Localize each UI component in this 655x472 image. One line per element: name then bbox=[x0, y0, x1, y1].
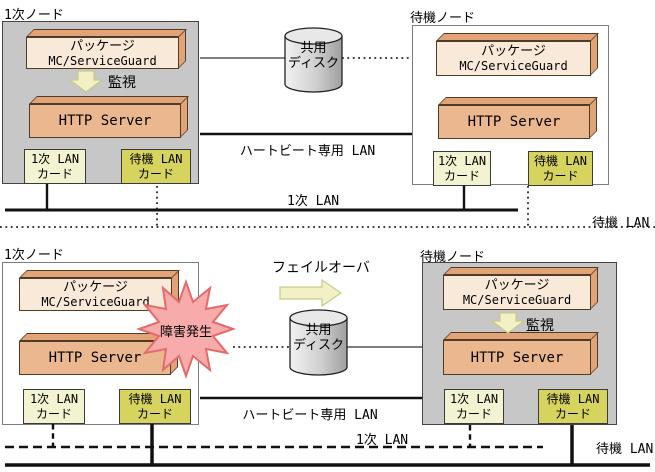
shared-disk-label: 共用 ディスク bbox=[290, 323, 347, 353]
lan-card-line1: 待機 LAN bbox=[128, 391, 182, 406]
http-box-front: HTTP Server bbox=[29, 104, 181, 138]
primary-lan-card: 1次 LAN カード bbox=[444, 389, 504, 424]
heartbeat-lan-label-bottom: ハートビート専用 LAN bbox=[242, 408, 378, 423]
bottom-primary-node: パッケージ MC/ServiceGuard HTTP Server 1次 LAN… bbox=[2, 262, 199, 425]
top-standby-node: パッケージ MC/ServiceGuard HTTP Server 1次 LAN… bbox=[412, 25, 609, 186]
package-box-top-face bbox=[436, 33, 599, 41]
standby-lan-label-bottom: 待機 LAN bbox=[596, 442, 654, 457]
bottom-standby-node-title: 待機ノード bbox=[420, 250, 486, 265]
shared-disk-label: 共用 ディスク bbox=[285, 41, 342, 71]
monitor-label: 監視 bbox=[526, 318, 554, 334]
package-box-top-face bbox=[26, 29, 187, 37]
standby-lan-label-top: 待機 LAN bbox=[592, 216, 650, 231]
http-box-front: HTTP Server bbox=[19, 341, 171, 375]
package-product-label: MC/ServiceGuard bbox=[48, 53, 157, 68]
lan-card-line1: 1次 LAN bbox=[437, 153, 487, 168]
package-box-front: パッケージ MC/ServiceGuard bbox=[436, 41, 591, 76]
lan-card-line2: カード bbox=[137, 166, 174, 181]
shared-disk-line2: ディスク bbox=[287, 56, 340, 71]
package-product-label: MC/ServiceGuard bbox=[41, 295, 150, 309]
primary-lan-label-top: 1次 LAN bbox=[287, 194, 340, 209]
shared-disk-line1: 共用 bbox=[305, 323, 332, 338]
shared-disk-line1: 共用 bbox=[300, 41, 327, 56]
http-box-right-face bbox=[180, 96, 188, 138]
http-server-label: HTTP Server bbox=[58, 113, 152, 129]
top-standby-node-title: 待機ノード bbox=[410, 11, 476, 26]
package-box-right-face bbox=[590, 33, 598, 76]
package-label: パッケージ bbox=[484, 278, 550, 293]
http-box-right-face bbox=[589, 97, 597, 139]
standby-lan-card: 待機 LAN カード bbox=[528, 151, 593, 186]
heartbeat-lan-label-top: ハートビート専用 LAN bbox=[239, 144, 376, 159]
bottom-primary-node-title: 1次ノード bbox=[4, 248, 64, 263]
failover-arrow-icon bbox=[279, 278, 343, 308]
package-label: パッケージ bbox=[70, 38, 135, 54]
primary-lan-label-bottom: 1次 LAN bbox=[356, 433, 409, 448]
failover-label: フェイルオーバ bbox=[272, 260, 370, 276]
lan-card-line1: 1次 LAN bbox=[449, 391, 499, 406]
lan-card-line2: カード bbox=[554, 406, 591, 421]
package-box-right-face bbox=[590, 267, 598, 310]
package-label: パッケージ bbox=[63, 280, 128, 295]
package-box-top-face bbox=[443, 267, 599, 275]
http-box-front: HTTP Server bbox=[443, 340, 591, 375]
top-primary-node-title: 1次ノード bbox=[4, 8, 64, 23]
package-box-right-face bbox=[171, 270, 179, 311]
package-box-front: パッケージ MC/ServiceGuard bbox=[443, 275, 591, 310]
lan-card-line1: 待機 LAN bbox=[129, 151, 183, 166]
failure-label: 障害発生 bbox=[159, 325, 212, 340]
package-box-front: パッケージ MC/ServiceGuard bbox=[19, 278, 172, 311]
standby-lan-card: 待機 LAN カード bbox=[121, 149, 191, 184]
http-server-label: HTTP Server bbox=[48, 350, 142, 366]
shared-disk-line2: ディスク bbox=[292, 338, 345, 353]
lan-card-line2: カード bbox=[36, 166, 73, 181]
package-product-label: MC/ServiceGuard bbox=[462, 293, 572, 307]
http-box-top-face bbox=[443, 332, 599, 340]
lan-card-line1: 1次 LAN bbox=[29, 391, 79, 406]
lan-card-line1: 1次 LAN bbox=[30, 151, 80, 166]
standby-lan-card: 待機 LAN カード bbox=[538, 389, 608, 424]
http-box-top-face bbox=[29, 96, 189, 104]
primary-lan-card: 1次 LAN カード bbox=[24, 149, 86, 184]
primary-lan-card: 1次 LAN カード bbox=[23, 389, 85, 424]
http-box-right-face bbox=[590, 332, 598, 375]
package-box-front: パッケージ MC/ServiceGuard bbox=[26, 37, 179, 69]
lan-card-line2: カード bbox=[455, 406, 492, 421]
lan-card-line2: カード bbox=[542, 168, 579, 183]
lan-card-line2: カード bbox=[443, 168, 480, 183]
http-box-top-face bbox=[438, 97, 598, 105]
lan-card-line2: カード bbox=[35, 406, 72, 421]
primary-lan-card: 1次 LAN カード bbox=[433, 151, 491, 186]
standby-lan-card: 待機 LAN カード bbox=[119, 389, 191, 424]
http-server-label: HTTP Server bbox=[467, 114, 561, 130]
top-primary-node: パッケージ MC/ServiceGuard HTTP Server 1次 LAN… bbox=[2, 21, 199, 184]
package-product-label: MC/ServiceGuard bbox=[459, 59, 568, 73]
lan-card-line2: カード bbox=[136, 406, 173, 421]
package-box-right-face bbox=[178, 29, 186, 69]
http-server-label: HTTP Server bbox=[470, 349, 564, 366]
lan-card-line1: 待機 LAN bbox=[534, 153, 587, 168]
package-label: パッケージ bbox=[481, 44, 546, 59]
lan-card-line1: 待機 LAN bbox=[546, 391, 600, 406]
bottom-standby-node: パッケージ MC/ServiceGuard HTTP Server 1次 LAN… bbox=[422, 262, 617, 425]
http-box-front: HTTP Server bbox=[438, 105, 590, 139]
monitor-label: 監視 bbox=[108, 75, 136, 91]
package-box-top-face bbox=[19, 270, 180, 278]
